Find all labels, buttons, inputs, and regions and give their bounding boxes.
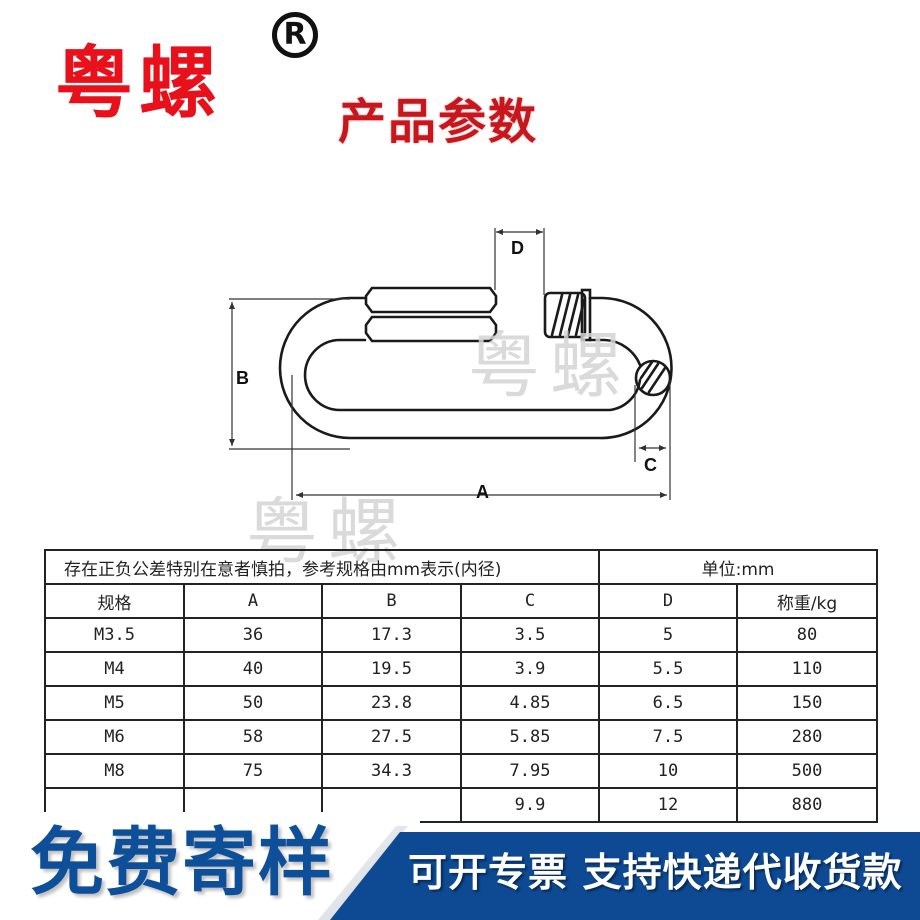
cell-d: 5: [598, 617, 739, 653]
dimension-label-c: C: [644, 455, 657, 475]
cell-weight: 880: [736, 787, 879, 823]
cell-spec: M8: [44, 753, 185, 789]
cell-c: 3.9: [459, 651, 601, 687]
cell-weight: 500: [736, 753, 879, 789]
cell-c: 9.9: [459, 787, 601, 823]
quick-link-drawing-icon: [229, 228, 673, 500]
cell-weight: 150: [736, 685, 879, 721]
cell-c: 4.85: [459, 685, 601, 721]
cell-a: 58: [183, 719, 323, 755]
cell-spec: M3.5: [44, 617, 185, 653]
table-header-row: 规格 A B C D 称重/kg: [44, 583, 879, 619]
dimension-label-a: A: [476, 482, 489, 502]
column-header-spec: 规格: [44, 583, 185, 619]
tolerance-note: 存在正负公差特别在意者慎拍，参考规格由mm表示(内径): [43, 549, 601, 585]
column-header-d: D: [598, 583, 739, 619]
cell-d: 6.5: [598, 685, 739, 721]
table-note-row: 存在正负公差特别在意者慎拍，参考规格由mm表示(内径) 单位:mm: [43, 549, 879, 585]
cell-spec: M4: [44, 651, 185, 687]
table-row: M3.5 36 17.3 3.5 5 80: [44, 617, 879, 653]
cell-a: 75: [183, 753, 323, 789]
table-row: M4 40 19.5 3.9 5.5 110: [44, 651, 879, 687]
section-title: 产品参数: [338, 94, 539, 150]
cell-spec: M5: [44, 685, 185, 721]
cell-a: 36: [183, 617, 323, 653]
column-header-a: A: [183, 583, 323, 619]
free-sample-text: 免费寄样: [30, 820, 334, 906]
column-header-b: B: [321, 583, 462, 619]
cell-b: 34.3: [321, 753, 462, 789]
table-row: M5 50 23.8 4.85 6.5 150: [44, 685, 879, 721]
cell-spec: M6: [44, 719, 185, 755]
cell-b: 23.8: [321, 685, 462, 721]
brand-logo-text: 粤螺: [55, 39, 224, 129]
cell-c: 7.95: [459, 753, 601, 789]
cell-weight: 80: [736, 617, 879, 653]
dimension-label-d: D: [511, 238, 524, 258]
table-row: M8 75 34.3 7.95 10 500: [44, 753, 879, 789]
cell-d: 12: [598, 787, 739, 823]
dimension-label-b: B: [236, 368, 249, 388]
cell-a: 40: [183, 651, 323, 687]
cell-a: 50: [183, 685, 323, 721]
cell-c: 3.5: [459, 617, 601, 653]
cell-weight: 280: [736, 719, 879, 755]
column-header-c: C: [459, 583, 601, 619]
column-header-weight: 称重/kg: [736, 583, 879, 619]
invoice-shipping-banner: 可开专票 支持快递代收货款: [330, 832, 920, 920]
cell-d: 10: [598, 753, 739, 789]
table-row: M6 58 27.5 5.85 7.5 280: [44, 719, 879, 755]
invoice-shipping-text: 可开专票 支持快递代收货款: [408, 851, 903, 896]
unit-label: 单位:mm: [598, 549, 879, 585]
cell-d: 5.5: [598, 651, 739, 687]
registered-trademark-icon: R: [272, 12, 318, 58]
cell-weight: 110: [736, 651, 879, 687]
cell-b: 17.3: [321, 617, 462, 653]
cell-b: 27.5: [321, 719, 462, 755]
watermark-text: 粤螺: [468, 324, 633, 408]
quick-link-diagram: D B A C 粤螺 粤螺: [229, 228, 673, 568]
cell-d: 7.5: [598, 719, 739, 755]
cell-b: 19.5: [321, 651, 462, 687]
spec-table: 存在正负公差特别在意者慎拍，参考规格由mm表示(内径) 单位:mm 规格 A B…: [43, 549, 879, 823]
cell-c: 5.85: [459, 719, 601, 755]
